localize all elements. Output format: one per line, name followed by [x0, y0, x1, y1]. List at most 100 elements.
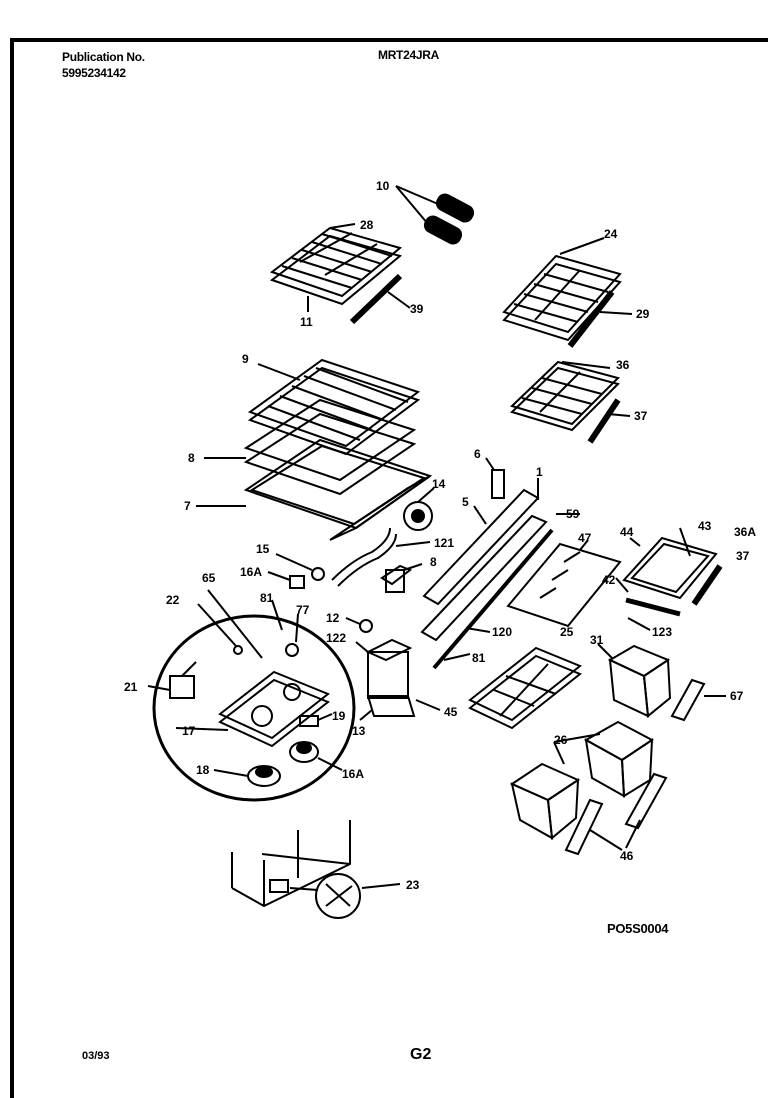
part-17-control-housing — [175, 670, 330, 748]
label-36: 36 — [616, 358, 630, 372]
label-6: 6 — [474, 447, 481, 461]
revision-date: 03/93 — [82, 1050, 110, 1062]
label-25: 25 — [560, 625, 574, 639]
label-46: 46 — [620, 849, 634, 863]
label-123: 123 — [652, 625, 672, 639]
label-120: 120 — [492, 625, 512, 639]
label-17: 17 — [182, 724, 196, 738]
page-frame-top — [10, 38, 768, 42]
label-1: 1 — [536, 465, 543, 479]
part-10-pads — [395, 185, 475, 245]
label-24: 24 — [604, 227, 618, 241]
part-15-lamp — [275, 553, 325, 581]
part-5-long-rail — [422, 478, 540, 606]
part-18-knob — [213, 765, 281, 787]
part-121-tube — [331, 527, 431, 587]
part-24-wire-shelf — [502, 237, 622, 342]
part-8-panel — [204, 398, 417, 496]
detail-circle — [152, 614, 356, 802]
part-81-screw-lower — [443, 653, 471, 661]
part-43-shelf-frame — [622, 527, 718, 600]
part-6-clip — [485, 457, 505, 499]
label-42: 42 — [602, 573, 616, 587]
part-7-frame — [196, 438, 433, 541]
label-67: 67 — [730, 689, 744, 703]
label-13: 13 — [352, 724, 366, 738]
part-37-rail-right — [691, 564, 723, 606]
label-23: 23 — [406, 878, 420, 892]
model-number: MRT24JRA — [378, 48, 439, 62]
part-labels: 10 28 11 39 24 29 9 36 37 8 7 6 1 14 5 5… — [124, 179, 756, 892]
label-121: 121 — [434, 536, 454, 550]
label-8: 8 — [188, 451, 195, 465]
part-16a-socket — [267, 571, 305, 589]
label-10: 10 — [376, 179, 390, 193]
label-14: 14 — [432, 477, 446, 491]
part-26-bins — [509, 720, 654, 840]
label-16a: 16A — [240, 565, 262, 579]
label-47: 47 — [578, 531, 592, 545]
label-7: 7 — [184, 499, 191, 513]
label-122: 122 — [326, 631, 346, 645]
page-frame-left — [10, 38, 14, 1098]
label-11: 11 — [300, 315, 313, 329]
label-81: 81 — [260, 591, 274, 605]
part-36-wire-shelf — [510, 360, 620, 432]
part-120-bar — [432, 528, 554, 670]
label-9: 9 — [242, 352, 249, 366]
label-81b: 81 — [472, 651, 486, 665]
label-19: 19 — [332, 709, 346, 723]
label-39: 39 — [410, 302, 424, 316]
part-65-leader — [207, 589, 263, 659]
part-67-panel — [670, 678, 726, 722]
part-19-spring — [299, 713, 333, 727]
part-37-rail — [587, 398, 631, 444]
label-29: 29 — [636, 307, 650, 321]
label-28: 28 — [360, 218, 374, 232]
label-44: 44 — [620, 525, 634, 539]
part-59-trim — [420, 513, 580, 642]
part-9-cover — [247, 358, 421, 456]
part-46-panels — [564, 772, 668, 856]
part-12-fitting — [345, 617, 373, 633]
label-45: 45 — [444, 705, 458, 719]
part-29-rail — [567, 290, 633, 348]
part-22-screw — [197, 603, 243, 655]
diagram-reference-code: PO5S0004 — [607, 921, 669, 936]
part-122-housing — [355, 638, 441, 721]
part-77-grommet — [285, 613, 299, 657]
label-37: 37 — [634, 409, 648, 423]
label-5: 5 — [462, 495, 469, 509]
label-15: 15 — [256, 542, 270, 556]
part-39-rail — [349, 273, 411, 325]
page-identifier: G2 — [410, 1046, 432, 1063]
label-65: 65 — [202, 571, 216, 585]
label-77: 77 — [296, 603, 310, 617]
label-37b: 37 — [736, 549, 750, 563]
label-12: 12 — [326, 611, 340, 625]
publication-label: Publication No. — [62, 50, 145, 64]
label-36a: 36A — [734, 525, 756, 539]
label-18: 18 — [196, 763, 210, 777]
part-25-tray — [468, 646, 582, 730]
label-43: 43 — [698, 519, 712, 533]
label-16a-b: 16A — [342, 767, 364, 781]
publication-number: 5995234142 — [62, 66, 126, 80]
part-23-detail — [289, 873, 401, 919]
part-14-control-knob — [403, 487, 435, 531]
part-42-rail — [615, 577, 681, 617]
refrigerator-corner — [231, 820, 351, 908]
label-8b: 8 — [430, 555, 437, 569]
label-21: 21 — [124, 680, 138, 694]
part-81-screw-upper — [271, 599, 283, 631]
part-11-wire-shelf — [269, 223, 403, 312]
label-59: 59 — [566, 507, 580, 521]
label-26: 26 — [554, 733, 568, 747]
part-31-bin — [597, 643, 672, 718]
label-31: 31 — [590, 633, 604, 647]
part-8-bracket — [380, 563, 423, 593]
part-47-glass-shelf — [506, 539, 622, 628]
part-16a-knob — [289, 741, 343, 771]
part-21-switch — [147, 661, 197, 699]
